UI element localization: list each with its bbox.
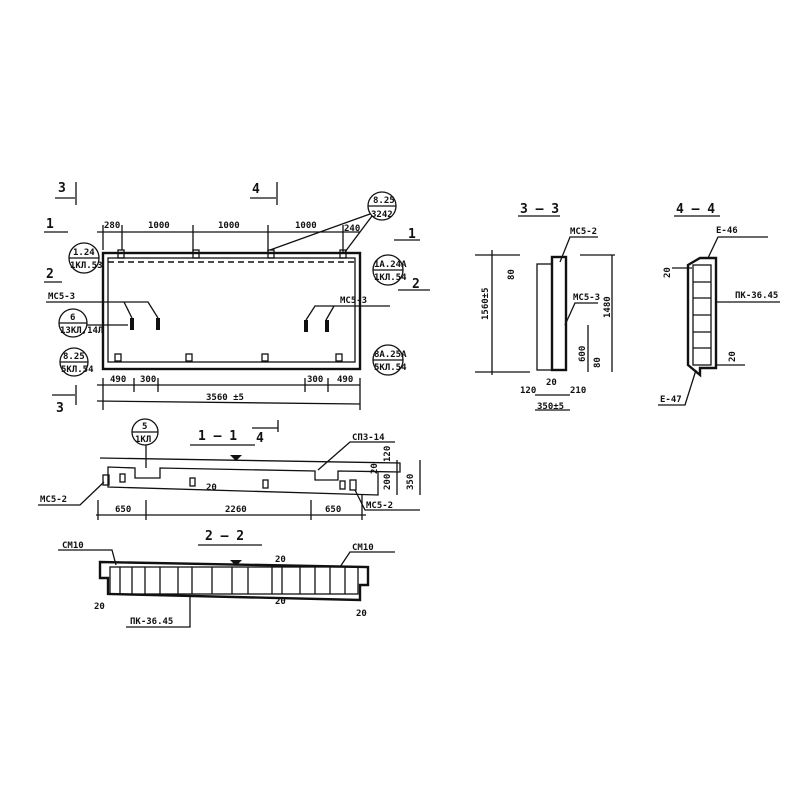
section-mark: 1 — [408, 227, 416, 242]
label: Е-46 — [716, 226, 738, 236]
section-mark: 3 — [58, 181, 66, 196]
section-3-3: 3 — 3 1560±5 80 1480 600 80 МС5-2 МС5-3 … — [475, 202, 615, 412]
label: СМ10 — [62, 541, 84, 551]
bottom-dim: 300 — [307, 375, 323, 385]
insert-label: МС5-3 — [340, 296, 367, 306]
dim: 20 — [370, 463, 380, 474]
section-title: 4 — 4 — [676, 202, 715, 217]
panel-outline — [101, 251, 362, 371]
label: ПК-36.45 — [130, 617, 173, 627]
dim: 650 — [325, 505, 341, 515]
label: ПК-36.45 — [735, 291, 778, 301]
svg-text:1КЛ.53: 1КЛ.53 — [70, 261, 103, 271]
top-dim: 280 — [104, 221, 120, 231]
callout-circle: 8А.25А 5КЛ.54 — [372, 344, 407, 376]
reinforcement-cage — [109, 566, 359, 595]
beam-profile — [99, 457, 401, 496]
callout-circle: 1.24 1КЛ.53 — [68, 242, 103, 274]
section-title: 2 — 2 — [205, 529, 244, 544]
dim: 200 — [383, 474, 393, 490]
panel-inner — [107, 257, 356, 363]
dim: 20 — [663, 267, 673, 278]
overall-dim: 3560 ±5 — [206, 393, 244, 403]
top-dim: 1000 — [295, 221, 317, 231]
svg-text:5КЛ.54: 5КЛ.54 — [61, 365, 94, 375]
callout-circle: 1А.24А 1КЛ.54 — [372, 254, 407, 286]
section-2-2: 2 — 2 СМ10 СМ10 ПК-36.45 20 20 20 20 — [58, 529, 395, 628]
dim: 210 — [570, 386, 586, 396]
bottom-dim: 490 — [110, 375, 126, 385]
dim: 350±5 — [537, 402, 564, 412]
dim: 20 — [728, 351, 738, 362]
svg-text:1КЛ: 1КЛ — [135, 435, 151, 445]
svg-text:13КЛ,14Л: 13КЛ,14Л — [60, 326, 103, 336]
svg-text:8А.25А: 8А.25А — [374, 350, 407, 360]
svg-text:8.25: 8.25 — [373, 196, 395, 206]
top-dim: 1000 — [148, 221, 170, 231]
dim: 80 — [507, 269, 517, 280]
svg-text:1А.24А: 1А.24А — [374, 260, 407, 270]
section-mark: 2 — [412, 277, 420, 292]
label: СП3-14 — [352, 433, 385, 443]
dim: 20 — [275, 597, 286, 607]
callout-circle: 6 13КЛ,14Л — [58, 308, 128, 338]
callout-circle: 8.25 3242 — [269, 191, 397, 253]
dim: 650 — [115, 505, 131, 515]
beam-outline — [98, 560, 370, 602]
svg-text:1КЛ.54: 1КЛ.54 — [374, 273, 407, 283]
svg-text:5: 5 — [142, 422, 147, 432]
svg-text:5КЛ.54: 5КЛ.54 — [374, 363, 407, 373]
plan-view: 280 1000 1000 1000 240 3 4 1 1 2 2 3 1.2… — [44, 181, 430, 416]
section-mark: 4 — [252, 182, 260, 197]
section-mark: 2 — [46, 267, 54, 282]
dim: 20 — [356, 609, 367, 619]
dim: 120 — [520, 386, 536, 396]
top-dim: 240 — [344, 224, 360, 234]
svg-text:1.24: 1.24 — [73, 248, 95, 258]
callout-circle: 8.25 5КЛ.54 — [59, 347, 94, 377]
dim: 1480 — [603, 296, 613, 318]
dim: 350 — [406, 474, 416, 490]
section-title: 1 — 1 — [198, 429, 237, 444]
section-4-4: 4 — 4 Е-46 ПК-36.45 Е-47 20 20 — [658, 202, 780, 406]
label: МС5-2 — [366, 501, 393, 511]
panel-section — [686, 256, 718, 378]
dim: 20 — [94, 602, 105, 612]
dim: 1560±5 — [481, 287, 491, 320]
svg-text:3242: 3242 — [371, 210, 393, 220]
insert-label: МС5-3 — [48, 292, 75, 302]
dim: 600 — [578, 346, 588, 362]
label: Е-47 — [660, 395, 682, 405]
dim: 2260 — [225, 505, 247, 515]
dim: 20 — [206, 483, 217, 493]
dim: 120 — [383, 446, 393, 462]
svg-text:6: 6 — [70, 313, 75, 323]
dim: 20 — [546, 378, 557, 388]
section-title: 3 — 3 — [520, 202, 559, 217]
label: МС5-2 — [570, 227, 597, 237]
top-dim: 1000 — [218, 221, 240, 231]
svg-text:8.25: 8.25 — [63, 352, 85, 362]
panel-section — [550, 255, 568, 372]
label: МС5-2 — [40, 495, 67, 505]
section-mark: 1 — [46, 217, 54, 232]
dim: 20 — [275, 555, 286, 565]
section-mark: 3 — [56, 401, 64, 416]
bottom-dim: 300 — [140, 375, 156, 385]
section-mark: 4 — [256, 431, 264, 446]
label: МС5-3 — [573, 293, 600, 303]
stirrups — [119, 567, 346, 594]
embedded-inserts — [130, 318, 329, 332]
label: СМ10 — [352, 543, 374, 553]
dim: 80 — [593, 357, 603, 368]
bottom-dim: 490 — [337, 375, 353, 385]
